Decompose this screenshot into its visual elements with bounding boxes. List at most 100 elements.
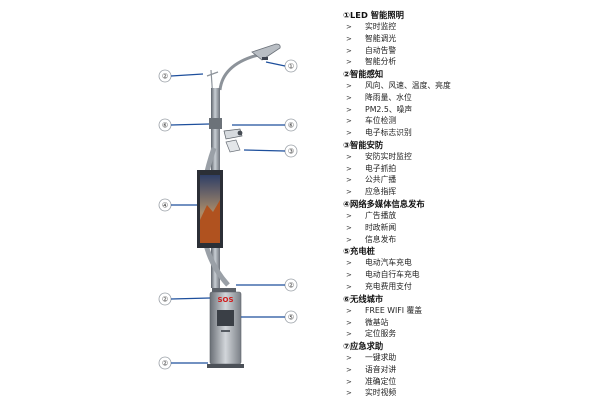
chevron-right-icon: > xyxy=(346,82,352,91)
feature-section: ②智能感知>风向、风速、温度、亮度>降雨量、水位>PM2.5、噪声>车位检测>电… xyxy=(343,68,593,139)
feature-item-label: 微基站 xyxy=(365,317,389,327)
chevron-right-icon: > xyxy=(346,129,352,138)
feature-item-label: 公共广播 xyxy=(365,175,397,185)
feature-item: > 智能调光 xyxy=(343,33,593,45)
speaker-cone xyxy=(225,139,241,153)
chevron-right-icon: > xyxy=(346,117,352,126)
feature-section: ④网络多媒体信息发布>广告播放>时政新闻>信息发布 xyxy=(343,198,593,245)
feature-item-label: 风向、风速、温度、亮度 xyxy=(365,81,451,91)
callout-right-1: ① xyxy=(265,59,298,73)
chevron-right-icon: > xyxy=(346,212,352,221)
chevron-right-icon: > xyxy=(346,105,352,114)
chevron-right-icon: > xyxy=(346,34,352,43)
callout-right-1-number: ① xyxy=(288,63,294,71)
chevron-right-icon: > xyxy=(346,271,352,280)
feature-item: > 电子标志识别 xyxy=(343,127,593,139)
lamp-head xyxy=(251,43,281,61)
chevron-right-icon: > xyxy=(346,365,352,374)
feature-item-label: 实时监控 xyxy=(365,22,397,32)
chevron-right-icon: > xyxy=(346,318,352,327)
camera-lens xyxy=(237,130,243,136)
feature-item: >FREE WIFI 覆盖 xyxy=(343,305,593,317)
feature-item-label: PM2.5、噪声 xyxy=(365,104,413,114)
feature-section-title: ③智能安防 xyxy=(343,139,384,150)
chevron-right-icon: > xyxy=(346,46,352,55)
callout-right-2-number: ⑥ xyxy=(288,122,294,130)
chevron-right-icon: > xyxy=(346,282,352,291)
feature-item: >电动汽车充电 xyxy=(343,257,593,269)
feature-item-label: 自动告警 xyxy=(365,45,397,55)
chevron-right-icon: > xyxy=(346,377,352,386)
feature-item-label: 定位服务 xyxy=(365,329,397,339)
sos-label: SOS xyxy=(217,296,233,304)
feature-item: > 电子抓拍 xyxy=(343,163,593,175)
callout-left-4-number: ② xyxy=(162,296,168,304)
feature-item: > 广告播放 xyxy=(343,210,593,222)
chevron-right-icon: > xyxy=(346,188,352,197)
chevron-right-icon: > xyxy=(346,153,352,162)
callout-left-5-number: ② xyxy=(162,360,168,368)
chevron-right-icon: > xyxy=(346,235,352,244)
feature-item-label: 语音对讲 xyxy=(365,364,397,374)
callout-left-3: ④ xyxy=(158,198,197,212)
lamp-led xyxy=(262,57,268,60)
chevron-right-icon: > xyxy=(346,94,352,103)
feature-item: > 自动告警 xyxy=(343,45,593,57)
chevron-right-icon: > xyxy=(346,223,352,232)
screen-rock xyxy=(200,200,220,243)
chevron-right-icon: > xyxy=(346,23,352,32)
feature-item: > PM2.5、噪声 xyxy=(343,104,593,116)
feature-section: ⑦应急求助>一键求助>语音对讲>准确定位>实时视频 xyxy=(343,340,593,399)
feature-section: ①LED 智能照明 > 实时监控 > 智能调光 > 自动告警>智能分析 xyxy=(343,9,593,68)
feature-item-label: 充电费用支付 xyxy=(365,281,412,291)
feature-item-label: 广告播放 xyxy=(365,211,397,221)
feature-section: ⑤充电桩>电动汽车充电>电动自行车充电>充电费用支付 xyxy=(343,245,593,292)
chevron-right-icon: > xyxy=(346,164,352,173)
feature-item-label: 智能调光 xyxy=(365,33,397,43)
security-camera xyxy=(223,128,243,140)
feature-item: > 实时视频 xyxy=(343,387,593,399)
feature-item-label: 准确定位 xyxy=(365,376,397,386)
feature-item-label: 电子标志识别 xyxy=(365,128,412,138)
callout-left-2: ⑥ xyxy=(158,118,210,132)
chevron-right-icon: > xyxy=(346,389,352,398)
feature-item-label: 电动汽车充电 xyxy=(365,258,412,268)
callout-right-3: ③ xyxy=(243,144,298,158)
callout-right-5-number: ⑤ xyxy=(288,314,294,322)
feature-item: > 应急指挥 xyxy=(343,186,593,198)
callout-right-4: ② xyxy=(236,278,298,292)
feature-section: ③智能安防>安防实时监控>电子抓拍>公共广播>应急指挥 xyxy=(343,139,593,198)
feature-item-label: 电子抓拍 xyxy=(365,163,397,173)
callout-left-2-number: ⑥ xyxy=(162,122,168,130)
feature-item: >时政新闻 xyxy=(343,222,593,234)
feature-item: >车位检测 xyxy=(343,115,593,127)
feature-item-label: FREE WIFI 覆盖 xyxy=(365,305,423,315)
feature-section-title: ①LED 智能照明 xyxy=(343,10,404,20)
feature-item: > 充电费用支付 xyxy=(343,281,593,293)
feature-section-title: ⑥无线城市 xyxy=(343,293,384,304)
feature-item-label: 安防实时监控 xyxy=(365,152,412,162)
camera-mount xyxy=(209,118,222,129)
feature-item: > 实时监控 xyxy=(343,21,593,33)
callout-left-4: ② xyxy=(158,292,211,306)
feature-section-title: ⑦应急求助 xyxy=(343,340,384,351)
cabinet-base xyxy=(207,364,244,368)
feature-item: > 语音对讲 xyxy=(343,364,593,376)
feature-item: >智能分析 xyxy=(343,56,593,68)
callout-left-3-number: ④ xyxy=(162,202,168,210)
feature-item-label: 电动自行车充电 xyxy=(365,270,420,280)
chevron-right-icon: > xyxy=(346,354,352,363)
feature-item: >一键求助 xyxy=(343,352,593,364)
cabinet-slot xyxy=(221,330,230,332)
feature-item: >定位服务 xyxy=(343,328,593,340)
feature-item-label: 实时视频 xyxy=(365,388,397,398)
callout-left-1: ② xyxy=(158,69,204,83)
feature-section-title: ④网络多媒体信息发布 xyxy=(343,198,425,209)
feature-section: ⑥无线城市>FREE WIFI 覆盖> 微基站>定位服务 xyxy=(343,293,593,340)
feature-section-title: ②智能感知 xyxy=(343,69,384,80)
feature-item: >降雨量、水位 xyxy=(343,92,593,104)
feature-item-label: 应急指挥 xyxy=(365,187,397,197)
cabinet-panel xyxy=(217,310,234,326)
